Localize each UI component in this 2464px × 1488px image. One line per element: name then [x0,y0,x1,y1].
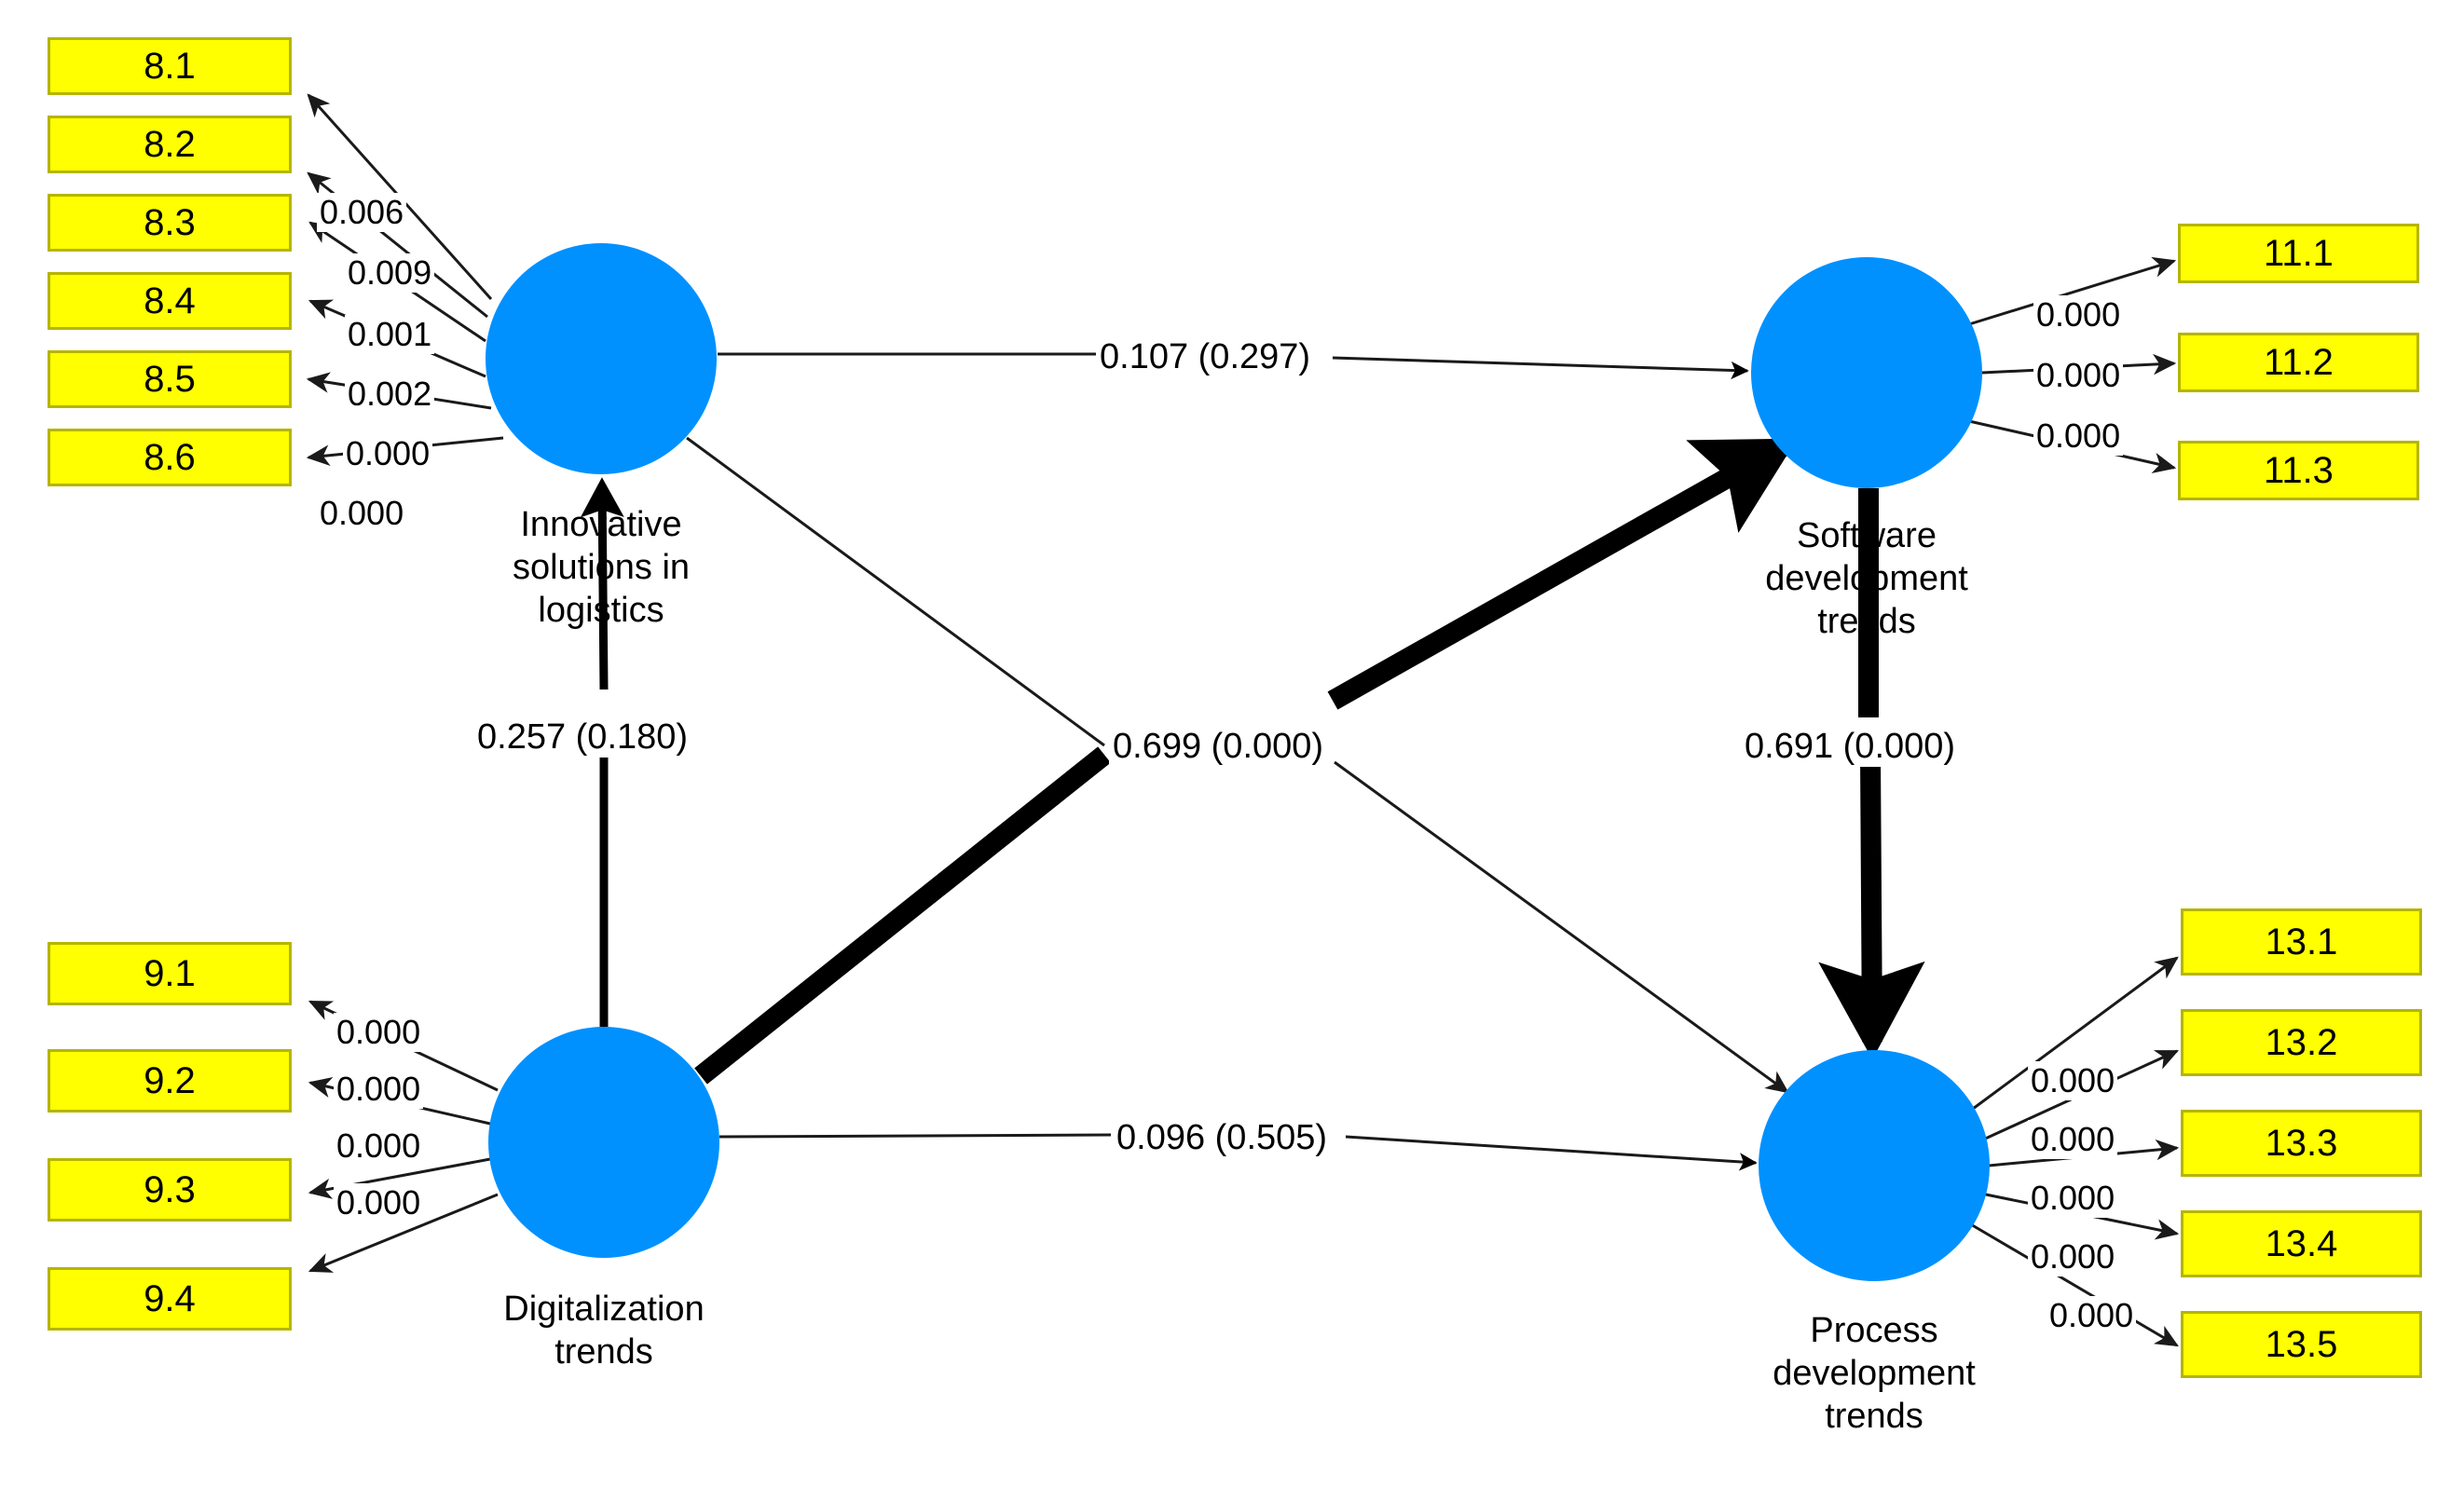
loading-label: 0.001 [345,315,435,354]
loading-label: 0.000 [2028,1179,2118,1218]
path-coefficient-digitalization-process: 0.096 (0.505) [1113,1118,1332,1158]
indicator-box[interactable]: 9.2 [48,1049,292,1113]
path-digitalization-to-software [694,746,1111,1085]
construct-digitalization-trends[interactable] [488,1027,719,1258]
indicator-box[interactable]: 11.3 [2178,441,2419,500]
indicator-box[interactable]: 9.1 [48,942,292,1005]
loading-label: 0.006 [317,193,407,232]
loading-label: 0.000 [334,1070,424,1109]
structural-edges [580,352,1925,1171]
construct-label-software: Software development trends [1765,516,1968,641]
loading-label: 0.000 [334,1183,424,1222]
construct-label-digitalization: Digitalization trends [503,1290,705,1372]
loading-label: 0.000 [2033,356,2124,395]
indicator-box[interactable]: 13.4 [2181,1210,2422,1277]
indicator-box[interactable]: 8.3 [48,194,292,252]
loading-label: 0.000 [317,494,407,533]
indicator-box[interactable]: 11.1 [2178,224,2419,283]
path-digitalization-to-process-b [1345,1135,1758,1171]
path-coefficient-digitalization-software: 0.699 (0.000) [1109,727,1328,767]
indicator-box[interactable]: 8.5 [48,350,292,408]
path-innovative-to-process [686,436,1105,747]
path-coefficient-innovative-software: 0.107 (0.297) [1096,337,1315,377]
loading-label: 0.002 [345,375,435,414]
construct-innovative-solutions[interactable] [486,243,717,474]
path-digitalization-to-innovative-b [580,477,624,690]
path-software-to-process-b [1818,754,1925,1060]
loading-label: 0.000 [343,434,433,473]
loading-label: 0.000 [2033,416,2124,456]
indicator-box[interactable]: 13.2 [2181,1009,2422,1076]
loading-label: 0.000 [334,1013,424,1052]
loading-label: 0.000 [2028,1120,2118,1159]
path-coefficient-software-process: 0.691 (0.000) [1741,727,1960,767]
indicator-box[interactable]: 8.4 [48,272,292,330]
indicator-box[interactable]: 9.4 [48,1267,292,1331]
loading-label: 0.000 [334,1126,424,1166]
construct-label-process: Process development trends [1773,1311,1976,1436]
path-coefficient-digitalization-innovative: 0.257 (0.180) [473,717,692,758]
indicator-box[interactable]: 9.3 [48,1158,292,1222]
indicator-box[interactable]: 8.2 [48,116,292,173]
construct-software-development[interactable] [1751,257,1982,488]
loading-label: 0.000 [2046,1296,2137,1335]
indicator-box[interactable]: 8.6 [48,429,292,486]
path-innovative-to-process-b [1334,760,1789,1094]
path-digitalization-to-process [719,1133,1112,1139]
indicator-box[interactable]: 8.1 [48,37,292,95]
path-digitalization-to-software-b [1327,438,1798,710]
loading-label: 0.000 [2028,1237,2118,1276]
path-innovative-to-software-b [1332,356,1749,380]
indicator-box[interactable]: 11.2 [2178,333,2419,392]
loading-label: 0.000 [2033,295,2124,334]
indicator-box[interactable]: 13.3 [2181,1110,2422,1177]
construct-label-innovative: Innovative solutions in logistics [512,505,691,630]
loading-label: 0.009 [345,253,435,293]
construct-process-development[interactable] [1759,1050,1990,1281]
loading-label: 0.000 [2028,1061,2118,1100]
indicator-box[interactable]: 13.1 [2181,908,2422,976]
indicator-box[interactable]: 13.5 [2181,1311,2422,1378]
